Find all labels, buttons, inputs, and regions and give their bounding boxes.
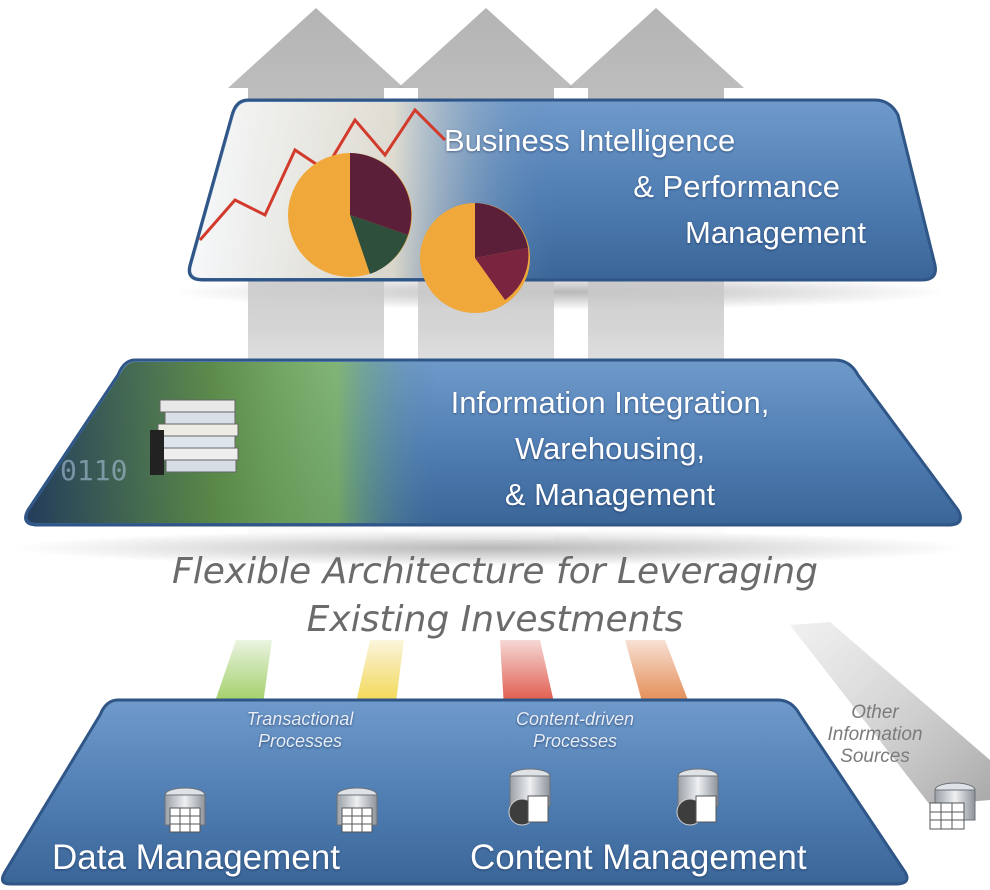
top-layer-title: Business Intelligence & Performance Mana… <box>430 118 870 256</box>
top-layer-line-1: Business Intelligence <box>444 123 736 158</box>
database-icon <box>336 787 378 833</box>
middle-layer-line-1: Information Integration, <box>450 385 770 420</box>
middle-platform: 0110 <box>24 358 962 527</box>
middle-layer-line-3: & Management <box>504 477 716 512</box>
content-line-2: Processes <box>532 731 618 751</box>
middle-layer-title: Information Integration, Warehousing, & … <box>390 380 830 518</box>
top-platform <box>187 98 937 313</box>
content-database-icon <box>508 768 551 826</box>
binary-digits-decoration: 0110 <box>60 454 127 487</box>
transactional-line-2: Processes <box>257 731 343 751</box>
data-management-label: Data Management <box>52 838 340 877</box>
transactional-processes-label: Transactional Processes <box>210 708 390 752</box>
content-processes-label: Content-driven Processes <box>490 708 660 752</box>
transactional-line-1: Transactional <box>246 709 354 729</box>
bottom-platform <box>0 698 909 886</box>
top-layer-line-3: Management <box>685 215 866 250</box>
other-sources-label: Other Information Sources <box>800 702 950 768</box>
content-management-label: Content Management <box>470 838 807 877</box>
top-layer-line-2: & Performance <box>633 169 840 204</box>
architecture-caption: Flexible Architecture for Leveraging Exi… <box>0 548 990 644</box>
other-line-3: Sources <box>840 746 910 767</box>
document-stack-icon <box>150 399 239 475</box>
gray-beam <box>790 622 990 805</box>
caption-line-2: Existing Investments <box>306 599 684 640</box>
pie-chart-icon <box>288 153 530 313</box>
caption-line-1: Flexible Architecture for Leveraging <box>171 551 818 592</box>
middle-layer-line-2: Warehousing, <box>514 431 706 466</box>
bottom-platform-shape <box>0 698 909 886</box>
other-line-2: Information <box>827 724 923 745</box>
database-icon <box>164 787 206 833</box>
content-line-1: Content-driven <box>515 709 635 729</box>
database-icon <box>929 782 976 830</box>
content-database-icon <box>676 768 719 826</box>
other-line-1: Other <box>851 702 899 723</box>
